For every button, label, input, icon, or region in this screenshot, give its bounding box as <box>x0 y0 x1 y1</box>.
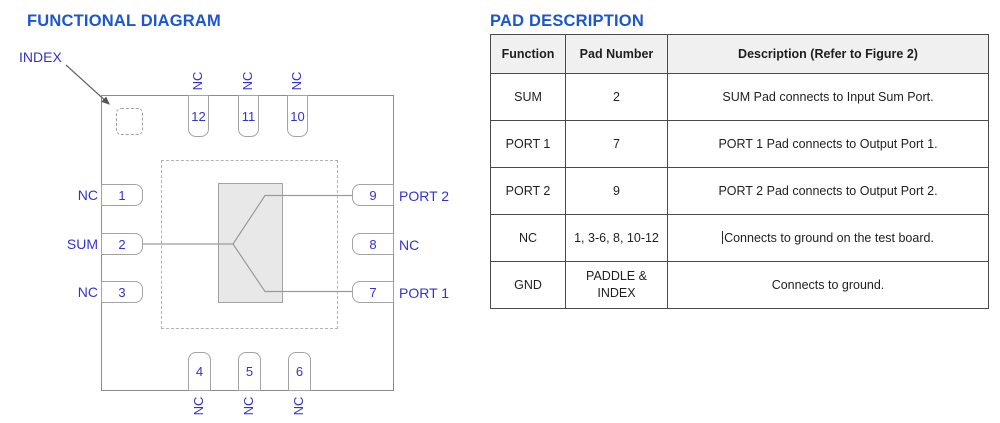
pad-2: 2 <box>101 233 143 255</box>
pad-1: 1 <box>101 184 143 206</box>
cell-function: PORT 2 <box>490 167 566 215</box>
pad-10-function-label: NC <box>289 71 304 91</box>
pad-number: 8 <box>369 236 377 252</box>
pad-3: 3 <box>101 281 143 303</box>
pad-12-function-label: NC <box>190 71 205 91</box>
cell-function: NC <box>490 214 566 262</box>
pad-number: 10 <box>290 108 305 124</box>
pad-4-function-label: NC <box>191 396 206 416</box>
pad-7-function-label: PORT 1 <box>399 285 450 301</box>
cell-pad-number: 7 <box>565 120 668 168</box>
table-row: NC 1, 3-6, 8, 10-12 Connects to ground o… <box>490 214 989 262</box>
pad-number: 3 <box>118 284 126 300</box>
functional-diagram: FUNCTIONAL DIAGRAM INDEX 1 2 3 9 <box>0 0 480 423</box>
pad-11: 11 <box>238 95 259 137</box>
splitter-block <box>218 183 283 303</box>
pad-number: 4 <box>195 364 204 379</box>
cell-description: Connects to ground on the test board. <box>667 214 989 262</box>
cell-description: PORT 1 Pad connects to Output Port 1. <box>667 120 989 168</box>
pad-9-function-label: PORT 2 <box>399 188 450 204</box>
pad-number: 11 <box>241 108 256 124</box>
cell-pad-number: 9 <box>565 167 668 215</box>
pad-description-table: Function Pad Number Description (Refer t… <box>490 34 989 309</box>
cell-pad-number: PADDLE & INDEX <box>565 261 668 309</box>
pad-7: 7 <box>352 281 394 303</box>
table-row: GND PADDLE & INDEX Connects to ground. <box>490 261 989 309</box>
table-header-row: Function Pad Number Description (Refer t… <box>490 34 989 74</box>
cell-function: GND <box>490 261 566 309</box>
pad-number: 9 <box>369 187 377 203</box>
pad-number: 6 <box>295 364 304 379</box>
table-row: PORT 2 9 PORT 2 Pad connects to Output P… <box>490 167 989 215</box>
pad-3-function-label: NC <box>77 284 98 300</box>
cell-description: Connects to ground. <box>667 261 989 309</box>
cell-pad-number: 2 <box>565 73 668 121</box>
pad-9: 9 <box>352 184 394 206</box>
text-cursor-artifact <box>722 230 724 244</box>
functional-diagram-title: FUNCTIONAL DIAGRAM <box>27 12 221 30</box>
pad-10: 10 <box>287 95 308 137</box>
pad-6-function-label: NC <box>291 396 306 416</box>
cell-description: PORT 2 Pad connects to Output Port 2. <box>667 167 989 215</box>
pad-12: 12 <box>188 95 209 137</box>
pad-5: 5 <box>238 352 261 391</box>
pad-number: 2 <box>118 236 126 252</box>
cell-function: SUM <box>490 73 566 121</box>
pad-5-function-label: NC <box>241 396 256 416</box>
pad-6: 6 <box>288 352 311 391</box>
pad-description-title: PAD DESCRIPTION <box>490 12 644 30</box>
cell-function: PORT 1 <box>490 120 566 168</box>
cell-description: SUM Pad connects to Input Sum Port. <box>667 73 989 121</box>
table-row: PORT 1 7 PORT 1 Pad connects to Output P… <box>490 120 989 168</box>
pad-4: 4 <box>188 352 211 391</box>
column-header-description: Description (Refer to Figure 2) <box>667 34 989 74</box>
table-row: SUM 2 SUM Pad connects to Input Sum Port… <box>490 73 989 121</box>
pad-2-function-label: SUM <box>66 236 98 252</box>
cell-description-text: Connects to ground on the test board. <box>724 230 934 245</box>
pad-8-function-label: NC <box>399 237 420 253</box>
index-label: INDEX <box>19 49 62 65</box>
cell-pad-number: 1, 3-6, 8, 10-12 <box>565 214 668 262</box>
pad-number: 1 <box>118 187 126 203</box>
pad-number: 5 <box>245 364 254 379</box>
column-header-function: Function <box>490 34 566 74</box>
column-header-pad-number: Pad Number <box>565 34 668 74</box>
pad-11-function-label: NC <box>240 71 255 91</box>
pad-number: 12 <box>191 108 206 124</box>
pad-1-function-label: NC <box>77 187 98 203</box>
index-pad-marker <box>116 108 143 135</box>
pad-number: 7 <box>369 284 377 300</box>
pad-8: 8 <box>352 233 394 255</box>
